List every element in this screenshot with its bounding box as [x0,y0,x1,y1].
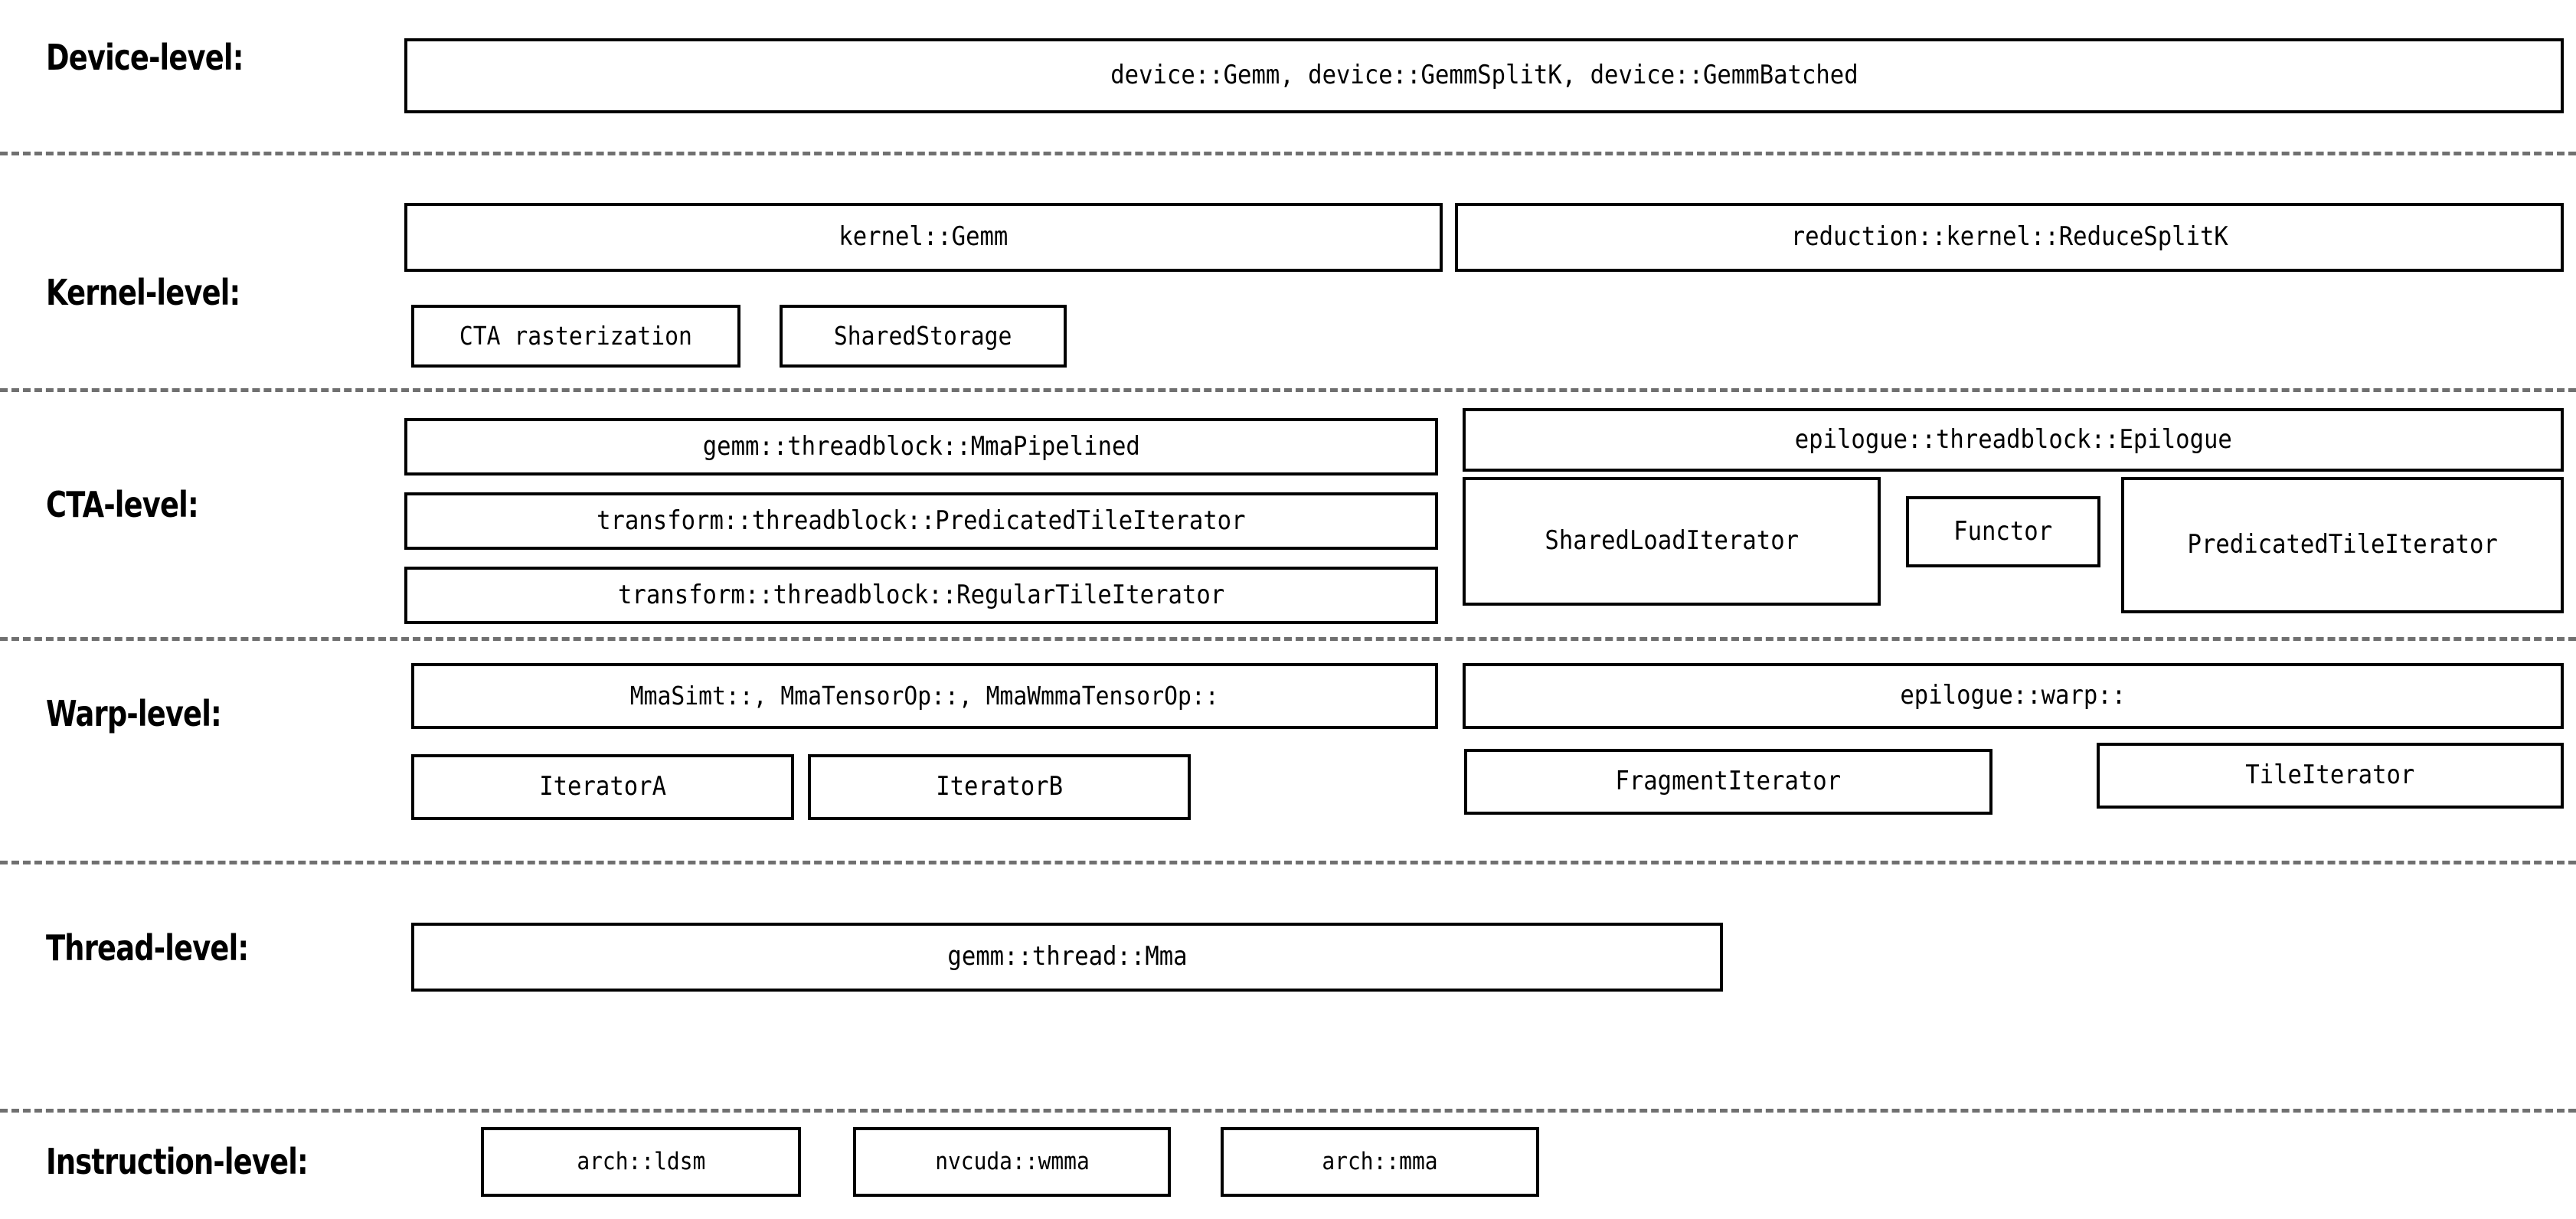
level-label-device: Device-level: [46,37,244,78]
shared-storage-label: SharedStorage [834,320,1012,351]
level-label-instruction: Instruction-level: [46,1141,309,1182]
divider-cta-warp [0,637,2576,641]
shared-load-iterator-box[interactable]: SharedLoadIterator [1463,477,1881,606]
divider-warp-thread [0,861,2576,864]
epilogue-threadblock-epilogue-label: epilogue::threadblock::Epilogue [1794,423,2232,455]
epilogue-warp-box[interactable]: epilogue::warp:: [1463,663,2564,729]
gemm-thread-mma-label: gemm::thread::Mma [946,941,1188,972]
device-gemm-label: device::Gemm, device::GemmSplitK, device… [1110,60,1858,91]
iterator-a-label: IteratorA [539,771,666,802]
iterator-b-box[interactable]: IteratorB [808,754,1191,820]
arch-ldsm-box[interactable]: arch::ldsm [481,1127,801,1197]
reduction-reducesplitk-label: reduction::kernel::ReduceSplitK [1790,221,2228,253]
epilogue-threadblock-epilogue-box[interactable]: epilogue::threadblock::Epilogue [1463,408,2564,472]
epilogue-warp-label: epilogue::warp:: [1900,680,2127,711]
functor-label: Functor [1953,515,2053,547]
warp-mma-variants-box[interactable]: MmaSimt::, MmaTensorOp::, MmaWmmaTensorO… [411,663,1438,729]
iterator-a-box[interactable]: IteratorA [411,754,794,820]
transform-threadblock-predicatedtileiterator-box[interactable]: transform::threadblock::PredicatedTileIt… [404,492,1438,550]
predicated-tile-iterator-label: PredicatedTileIterator [2187,529,2498,560]
reduction-reducesplitk-box[interactable]: reduction::kernel::ReduceSplitK [1455,203,2564,272]
kernel-gemm-box[interactable]: kernel::Gemm [404,203,1443,272]
transform-threadblock-regulartileiterator-label: transform::threadblock::RegularTileItera… [617,579,1225,610]
nvcuda-wmma-label: nvcuda::wmma [934,1148,1090,1176]
transform-threadblock-predicatedtileiterator-label: transform::threadblock::PredicatedTileIt… [597,505,1246,536]
predicated-tile-iterator-box[interactable]: PredicatedTileIterator [2121,477,2564,613]
arch-mma-box[interactable]: arch::mma [1221,1127,1539,1197]
level-label-cta: CTA-level: [46,484,199,525]
gemm-thread-mma-box[interactable]: gemm::thread::Mma [411,923,1723,992]
cta-rasterization-box[interactable]: CTA rasterization [411,305,740,368]
arch-mma-label: arch::mma [1322,1148,1438,1176]
device-gemm-box[interactable]: device::Gemm, device::GemmSplitK, device… [404,38,2564,113]
nvcuda-wmma-box[interactable]: nvcuda::wmma [853,1127,1171,1197]
shared-load-iterator-label: SharedLoadIterator [1545,525,1799,557]
shared-storage-box[interactable]: SharedStorage [780,305,1067,368]
fragment-iterator-label: FragmentIterator [1615,766,1842,797]
gemm-threadblock-mmapipelined-label: gemm::threadblock::MmaPipelined [702,430,1140,462]
warp-mma-variants-label: MmaSimt::, MmaTensorOp::, MmaWmmaTensorO… [630,680,1219,711]
level-label-warp: Warp-level: [46,693,222,734]
arch-ldsm-label: arch::ldsm [577,1148,705,1176]
divider-kernel-cta [0,388,2576,392]
cta-rasterization-label: CTA rasterization [459,320,692,351]
functor-box[interactable]: Functor [1906,496,2100,567]
level-label-thread: Thread-level: [46,927,249,969]
divider-device-kernel [0,152,2576,155]
tile-iterator-label: TileIterator [2245,760,2415,791]
gemm-threadblock-mmapipelined-box[interactable]: gemm::threadblock::MmaPipelined [404,418,1438,476]
transform-threadblock-regulartileiterator-box[interactable]: transform::threadblock::RegularTileItera… [404,567,1438,624]
level-label-kernel: Kernel-level: [46,272,240,313]
divider-thread-instruction [0,1109,2576,1113]
iterator-b-label: IteratorB [936,771,1063,802]
tile-iterator-box[interactable]: TileIterator [2097,743,2564,809]
fragment-iterator-box[interactable]: FragmentIterator [1464,749,1992,815]
kernel-gemm-label: kernel::Gemm [839,221,1008,253]
